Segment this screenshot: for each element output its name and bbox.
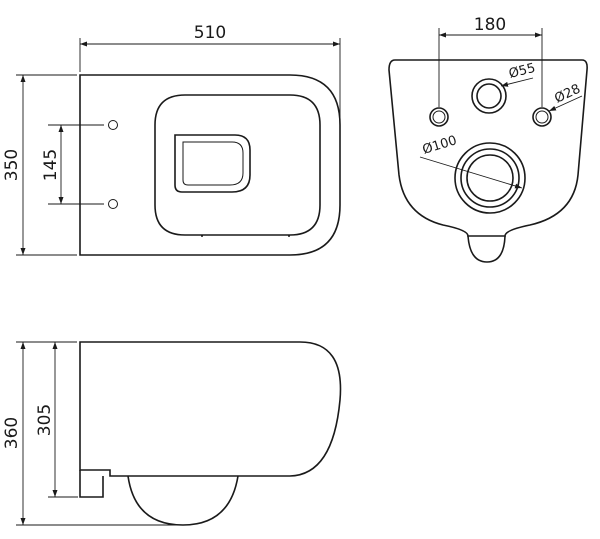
fixing-hole-right-inner xyxy=(535,110,549,124)
fixing-hole-right-outer xyxy=(532,107,552,127)
leader-line xyxy=(500,77,534,87)
bowl-base-bulge xyxy=(467,235,506,263)
back-view: 180 Ø55 Ø28 Ø100 xyxy=(388,15,588,263)
leader-line xyxy=(419,156,523,189)
inlet-inner xyxy=(476,83,502,109)
outlet-middle xyxy=(460,148,520,208)
fixing-hole-top-lower xyxy=(108,199,118,209)
fixing-hole-top-upper xyxy=(108,120,118,130)
side-view: 360 305 xyxy=(2,341,342,526)
dimension-outlet-height-label: 305 xyxy=(35,404,55,436)
dimension-depth-label: 350 xyxy=(2,149,22,181)
bowl-outline-back xyxy=(388,59,588,237)
inlet-diameter-label: Ø55 xyxy=(507,61,537,82)
rim-mark xyxy=(288,235,290,237)
outlet-outer xyxy=(454,142,526,214)
rim-mark xyxy=(201,235,203,237)
top-view: 510 350 145 xyxy=(2,23,341,256)
dimension-fixing-spacing-label: 145 xyxy=(41,149,61,181)
bowl-outline-side xyxy=(79,341,342,477)
bowl-opening-inner xyxy=(182,141,244,186)
outlet-spigot xyxy=(79,470,104,498)
dimension-total-height-label: 360 xyxy=(2,417,22,449)
bowl-opening xyxy=(174,134,251,193)
seat-rim xyxy=(154,94,321,236)
dimension-width-label: 510 xyxy=(194,23,226,43)
fixing-hole-left-inner xyxy=(432,110,446,124)
outlet-inner xyxy=(466,154,514,202)
bowl-outline-top xyxy=(79,74,341,256)
leader-line xyxy=(548,95,583,112)
inlet-outer xyxy=(471,78,507,114)
bowl-base-curve xyxy=(127,475,239,526)
fixing-hole-left-outer xyxy=(429,107,449,127)
outlet-diameter-label: Ø100 xyxy=(421,133,459,158)
dimension-fixing-centers-label: 180 xyxy=(474,15,506,35)
